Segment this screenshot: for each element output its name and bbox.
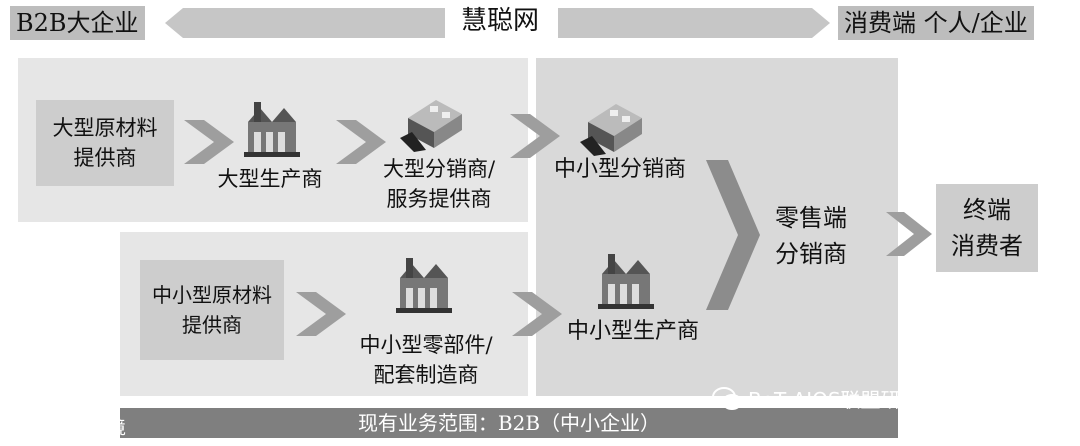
watermark-right: BoT AIOS联盟研究中心 (712, 384, 961, 413)
warehouse-icon (580, 104, 642, 156)
chevron-arrow-icon (296, 292, 346, 336)
node-sme-producer: 中小型生产商 (566, 319, 699, 344)
top-right-arrow (558, 8, 830, 38)
watermark-left: 大数跨境 (6, 414, 126, 440)
node-retail-distributor: 零售端 分销商 (775, 204, 847, 268)
node-end-consumer: 终端 消费者 (936, 184, 1038, 272)
node-sme-raw-supplier: 中小型原材料 提供商 (140, 260, 284, 360)
watermark-logo-icon (7, 418, 49, 436)
large-chevron-arrow-icon (706, 160, 760, 310)
factory-icon (244, 102, 300, 157)
top-left-arrow (165, 8, 445, 38)
header-left-label: B2B大企业 (10, 6, 145, 40)
node-sme-parts-maker: 中小型零部件/ 配套制造商 (359, 333, 493, 387)
node-large-raw-supplier: 大型原材料 提供商 (36, 100, 174, 186)
scope-banner: 现有业务范围：B2B（中小企业） (120, 408, 898, 438)
header-right-label: 消费端 个人/企业 (838, 6, 1034, 40)
node-large-distributor: 大型分销商/ 服务提供商 (382, 157, 496, 211)
wechat-icon (712, 386, 742, 410)
header-center-title: 慧聪网 (460, 6, 539, 36)
distribution-panel (536, 58, 898, 396)
chevron-arrow-icon (184, 120, 234, 164)
chevron-arrow-icon (886, 212, 932, 256)
factory-icon (396, 258, 452, 313)
chevron-arrow-icon (510, 114, 560, 158)
chevron-arrow-icon (336, 120, 386, 164)
node-mid-distributor: 中小型分销商 (553, 157, 686, 182)
watermark-right-text: BoT AIOS联盟研究中心 (748, 388, 961, 412)
watermark-left-text: 大数跨境 (54, 418, 126, 439)
warehouse-icon (400, 100, 462, 152)
node-large-producer: 大型生产商 (217, 167, 323, 191)
factory-icon (598, 254, 654, 309)
chevron-arrow-icon (512, 292, 562, 336)
